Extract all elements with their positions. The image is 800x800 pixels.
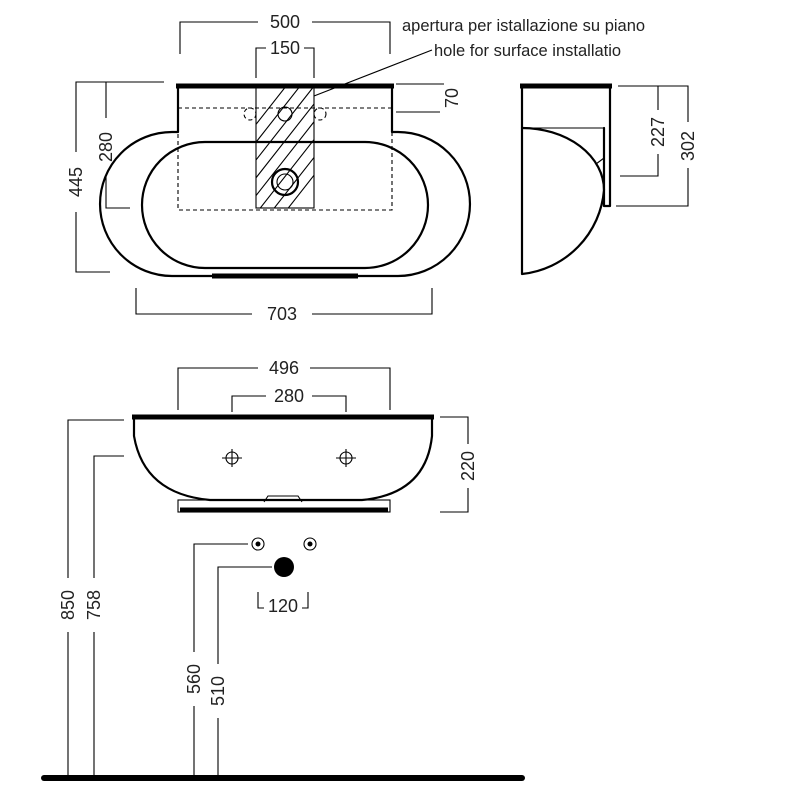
tap-hole-right-front — [336, 449, 356, 467]
side-view: 227 302 — [520, 83, 698, 276]
dim-line-510 — [217, 566, 272, 664]
supply-fitting-left — [251, 537, 265, 551]
dim-line-500 — [179, 21, 258, 54]
side-bowl-curve — [520, 126, 606, 192]
note-leader-line — [313, 49, 433, 97]
front-view: 496 280 220 850 758 560 5 — [41, 358, 525, 781]
dim-227: 227 — [648, 117, 668, 147]
dim-703: 703 — [267, 304, 297, 324]
dim-line-703 — [135, 288, 252, 315]
dim-220: 220 — [458, 451, 478, 481]
dim-line-150 — [255, 47, 266, 78]
dim-line-120 — [257, 592, 264, 609]
drain-outer — [270, 167, 300, 197]
basin-outline-top — [98, 84, 472, 278]
dim-150: 150 — [270, 38, 300, 58]
dim-line-758 — [93, 455, 124, 578]
installation-note-en: hole for surface installatio — [434, 42, 621, 60]
dim-line-560 — [193, 543, 248, 652]
dim-line-302 — [618, 85, 689, 122]
dim-line-280-front — [231, 395, 266, 412]
supply-fitting-right — [303, 537, 317, 551]
dim-line-445 — [75, 81, 164, 152]
bowl-inner-outline — [140, 140, 430, 270]
dim-850: 850 — [58, 590, 78, 620]
installation-note-it: apertura per istallazione su piano — [402, 17, 645, 35]
hole-hatching — [256, 86, 314, 208]
drain-fitting — [263, 495, 303, 503]
tap-hole-right — [313, 107, 327, 121]
dim-line-227 — [618, 85, 659, 110]
dim-445: 445 — [66, 167, 86, 197]
tap-hole-left — [243, 107, 257, 121]
dim-280-front: 280 — [274, 386, 304, 406]
dim-500: 500 — [270, 12, 300, 32]
side-profile-outline — [520, 84, 612, 276]
installation-cutout-outline — [177, 107, 393, 211]
basin-front-outline — [132, 416, 434, 502]
dim-302: 302 — [678, 131, 698, 161]
waste-outlet — [274, 557, 294, 577]
hole-area — [255, 85, 315, 209]
dim-560: 560 — [184, 664, 204, 694]
side-overflow-detail — [595, 156, 605, 172]
drain-inner — [276, 173, 294, 191]
dim-70: 70 — [442, 88, 462, 108]
dim-280-depth: 280 — [96, 132, 116, 162]
dim-line-850 — [67, 419, 124, 578]
dim-line-220 — [440, 416, 469, 444]
dim-120: 120 — [268, 596, 298, 616]
dim-758: 758 — [84, 590, 104, 620]
tap-hole-center — [277, 106, 293, 122]
top-view: 500 150 445 280 70 703 apertura per ista… — [66, 12, 645, 324]
tap-hole-left-front — [222, 449, 242, 467]
dim-line-496 — [177, 367, 258, 410]
dim-510: 510 — [208, 676, 228, 706]
dim-496: 496 — [269, 358, 299, 378]
